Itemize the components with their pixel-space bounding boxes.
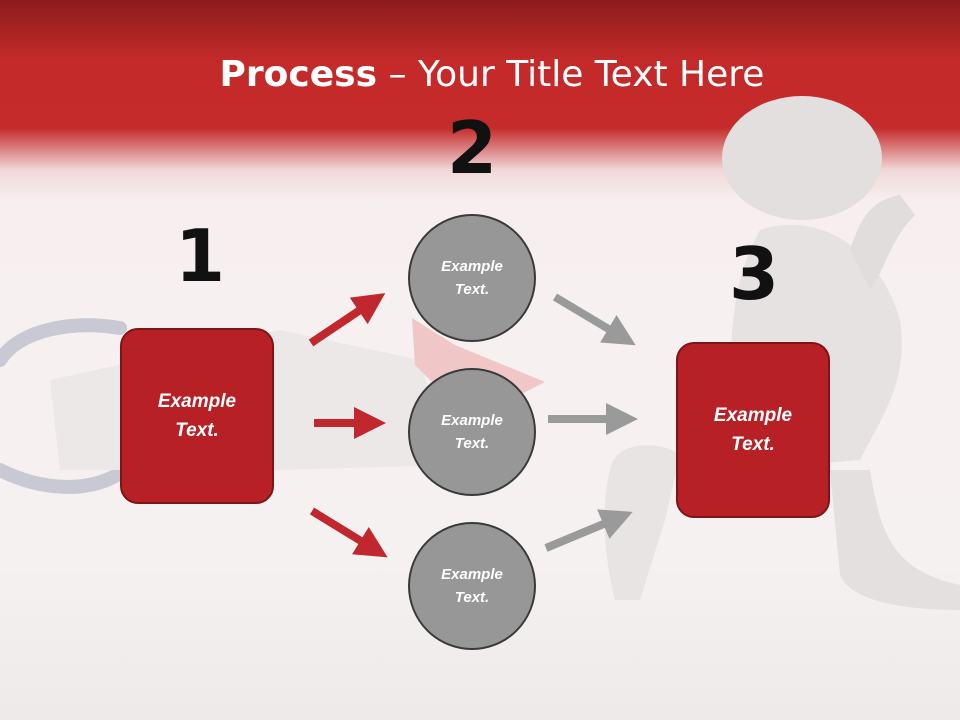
left-process-box: Example Text.	[120, 328, 274, 504]
circle-node-middle: Example Text.	[408, 368, 536, 496]
figure-leg-front	[830, 470, 960, 610]
right-box-label: Example Text.	[713, 405, 793, 455]
circle-middle-label: Example Text.	[441, 412, 503, 452]
right-process-box: Example Text.	[676, 342, 830, 518]
step-number-2: 2	[446, 106, 498, 190]
circle-top-label: Example Text.	[441, 258, 503, 298]
title-rest: – Your Title Text Here	[377, 54, 765, 95]
gray-arrow-up-right	[544, 509, 633, 552]
slide-title: Process – Your Title Text Here	[0, 52, 960, 98]
plug-cable-shape	[0, 318, 127, 367]
step-number-1: 1	[174, 214, 226, 298]
circle-bottom-label: Example Text.	[441, 566, 503, 606]
red-arrow-up	[308, 293, 386, 347]
circle-node-bottom: Example Text.	[408, 522, 536, 650]
plug-cable-lower	[0, 463, 132, 494]
red-arrow-down	[309, 507, 388, 558]
circle-node-top: Example Text.	[408, 214, 536, 342]
figure-arm-shape	[850, 195, 915, 290]
figure-leg-back	[604, 445, 680, 600]
gray-arrow-down-right	[552, 293, 636, 346]
figure-head-shape	[722, 96, 882, 220]
left-box-label: Example Text.	[157, 391, 237, 441]
title-bold: Process	[219, 54, 378, 95]
step-number-3: 3	[728, 232, 780, 316]
